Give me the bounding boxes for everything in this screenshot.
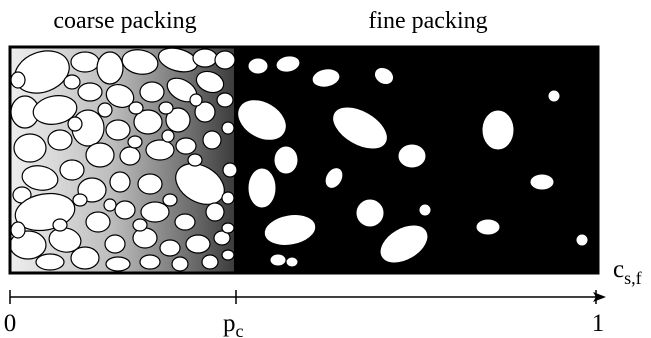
coarse-particle <box>85 142 115 168</box>
coarse-particle <box>175 137 197 155</box>
coarse-particle <box>187 153 203 167</box>
coarse-particle <box>216 92 234 108</box>
coarse-particle <box>96 51 124 85</box>
coarse-particle <box>59 159 85 181</box>
coarse-particle <box>21 165 59 191</box>
fine-particle <box>332 106 388 150</box>
coarse-particle <box>105 119 131 141</box>
coarse-particle <box>119 146 141 166</box>
coarse-particle <box>109 171 131 193</box>
coarse-particle <box>162 193 178 207</box>
coarse-particle <box>161 129 175 143</box>
coarse-particle <box>85 211 111 233</box>
coarse-particle <box>127 135 143 149</box>
domain-outline <box>8 45 600 275</box>
fine-particle <box>529 173 555 191</box>
fine-particle <box>269 253 287 267</box>
coarse-particle <box>104 234 126 254</box>
coarse-particle <box>10 71 26 89</box>
coarse-particle <box>140 201 170 223</box>
coarse-particle <box>137 173 163 195</box>
fine-particle <box>355 198 385 228</box>
coarse-particle <box>132 227 158 249</box>
coarse-particle <box>221 222 235 234</box>
coarse-particle <box>214 50 236 70</box>
axis-variable-label: cs,f <box>613 256 642 288</box>
fine-particle <box>285 256 299 268</box>
coarse-particle <box>114 200 136 220</box>
fine-particle <box>311 68 341 88</box>
fine-particle <box>275 55 301 73</box>
coarse-particle <box>52 218 68 232</box>
fine-particle <box>237 99 287 141</box>
fine-particle <box>481 109 515 151</box>
coarse-particle <box>70 51 100 73</box>
coarse-particle <box>201 254 219 270</box>
coarse-particle <box>194 101 216 123</box>
coarse-particle <box>13 133 47 163</box>
coarse-particle <box>145 139 175 161</box>
fine-packing-label: fine packing <box>368 8 487 34</box>
coarse-particle <box>133 109 163 135</box>
tick-label-one: 1 <box>592 310 605 337</box>
axis-arrowhead <box>593 292 606 302</box>
fine-particle <box>379 224 429 264</box>
coarse-particle <box>185 234 211 254</box>
fine-particle <box>373 66 395 86</box>
fine-particle <box>324 167 344 189</box>
coarse-particle <box>221 121 235 135</box>
coarse-particle <box>128 101 144 115</box>
coarse-particle <box>205 202 225 222</box>
coarse-particle <box>195 70 225 94</box>
coarse-particle <box>105 84 135 108</box>
coarse-particle <box>103 198 117 212</box>
coarse-particle <box>47 129 73 151</box>
fine-particle <box>547 89 561 103</box>
coarse-particle <box>10 221 26 239</box>
fine-particle <box>247 57 269 75</box>
coarse-particle <box>222 162 238 178</box>
coarse-particle <box>159 239 181 257</box>
coarse-particle <box>72 193 88 207</box>
coarse-particle <box>139 254 161 270</box>
coarse-particle <box>165 107 191 133</box>
tick-label-zero: 0 <box>4 310 17 337</box>
fine-particle <box>263 214 317 246</box>
coarse-packing-label: coarse packing <box>53 8 196 34</box>
fine-particle <box>418 203 432 217</box>
coarse-particle <box>139 81 165 103</box>
fine-particle <box>575 233 589 247</box>
fine-particle <box>273 145 299 175</box>
coarse-particle <box>67 116 83 132</box>
coarse-particle <box>221 249 235 261</box>
coarse-particle <box>213 230 231 246</box>
coarse-particle <box>35 253 65 271</box>
fine-particle <box>475 218 501 236</box>
concentration-axis <box>9 290 597 304</box>
coarse-particle <box>121 49 159 75</box>
fine-particle <box>247 167 277 209</box>
coarse-particle <box>174 213 196 231</box>
coarse-particle <box>77 82 103 102</box>
coarse-particle <box>202 130 222 150</box>
coarse-particle <box>48 227 82 253</box>
coarse-particles <box>9 47 238 272</box>
coarse-particle <box>171 256 189 272</box>
coarse-particle <box>132 218 148 232</box>
coarse-particle <box>189 93 203 107</box>
coarse-particle <box>221 191 235 205</box>
fine-particles <box>237 55 589 268</box>
coarse-particle <box>63 74 81 90</box>
coarse-particle <box>158 101 174 115</box>
coarse-particle <box>32 95 78 125</box>
coarse-particle <box>70 246 100 270</box>
coarse-particle <box>192 48 218 68</box>
coarse-particle <box>105 256 131 272</box>
tick-label-pc: pc <box>223 310 244 338</box>
fine-particle <box>397 143 427 169</box>
coarse-particle <box>97 102 113 118</box>
